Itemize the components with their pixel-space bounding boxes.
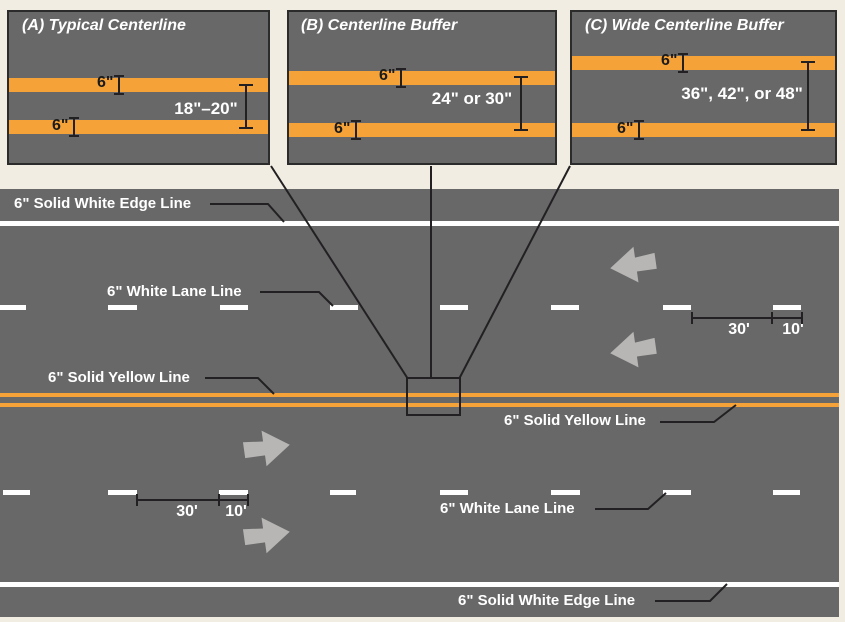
lane-line-dash	[773, 490, 800, 495]
panel-c-gap-label: 36", 42", or 48"	[681, 84, 803, 103]
panel-c-six-bottom-label: 6"	[617, 120, 634, 137]
panel-a-bottom-yellow-bar	[9, 120, 268, 134]
top-lane-line-label: 6" White Lane Line	[107, 283, 242, 300]
lane-line-dash	[108, 305, 137, 310]
panel-c-bottom-yellow-bar	[572, 123, 835, 137]
panel-b-top-yellow-bar	[289, 71, 555, 85]
panel-c-six-top-label: 6"	[661, 52, 678, 69]
lane-line-dash	[219, 490, 248, 495]
lane-line-dash	[330, 490, 356, 495]
panel-a-top-yellow-bar	[9, 78, 268, 92]
lane-line-dash	[551, 305, 579, 310]
panel-b-title: (B) Centerline Buffer	[301, 17, 458, 34]
panel-b-bottom-yellow-bar	[289, 123, 555, 137]
left-yellow-line-label: 6" Solid Yellow Line	[48, 369, 190, 386]
bottom-white-edge-line	[0, 582, 839, 587]
panel-centerline-buffer	[287, 10, 557, 165]
lane-line-dash	[663, 305, 691, 310]
lane-line-dash	[220, 305, 248, 310]
panel-c-title: (C) Wide Centerline Buffer	[585, 17, 784, 34]
lane-line-dash	[440, 305, 468, 310]
top-dash-10ft-label: 10'	[782, 321, 804, 338]
lane-line-dash	[440, 490, 468, 495]
lane-line-dash	[551, 490, 580, 495]
panel-b-six-top-label: 6"	[379, 67, 396, 84]
panel-a-title: (A) Typical Centerline	[22, 17, 186, 34]
panel-b-six-bottom-label: 6"	[334, 120, 351, 137]
bottom-dash-10ft-label: 10'	[225, 503, 247, 520]
panel-wide-centerline-buffer	[570, 10, 837, 165]
bottom-lane-line-label: 6" White Lane Line	[440, 500, 575, 517]
panel-a-gap-label: 18"–20"	[174, 99, 238, 118]
top-white-edge-line	[0, 221, 839, 226]
lane-line-dash	[773, 305, 801, 310]
top-gap-30ft-label: 30'	[728, 321, 750, 338]
bottom-edge-line-label: 6" Solid White Edge Line	[458, 592, 636, 609]
panel-a-six-top-label: 6"	[97, 74, 114, 91]
lane-line-dash	[3, 490, 30, 495]
panel-c-top-yellow-bar	[572, 56, 835, 70]
top-edge-line-label: 6" Solid White Edge Line	[14, 195, 192, 212]
right-yellow-line-label: 6" Solid Yellow Line	[504, 412, 646, 429]
lane-line-dash	[330, 305, 358, 310]
lane-line-dash	[663, 490, 691, 495]
bottom-gap-30ft-label: 30'	[176, 503, 198, 520]
lane-line-dash	[108, 490, 137, 495]
panel-b-gap-label: 24" or 30"	[431, 89, 513, 108]
lane-line-dash	[0, 305, 26, 310]
panel-a-six-bottom-label: 6"	[52, 117, 69, 134]
